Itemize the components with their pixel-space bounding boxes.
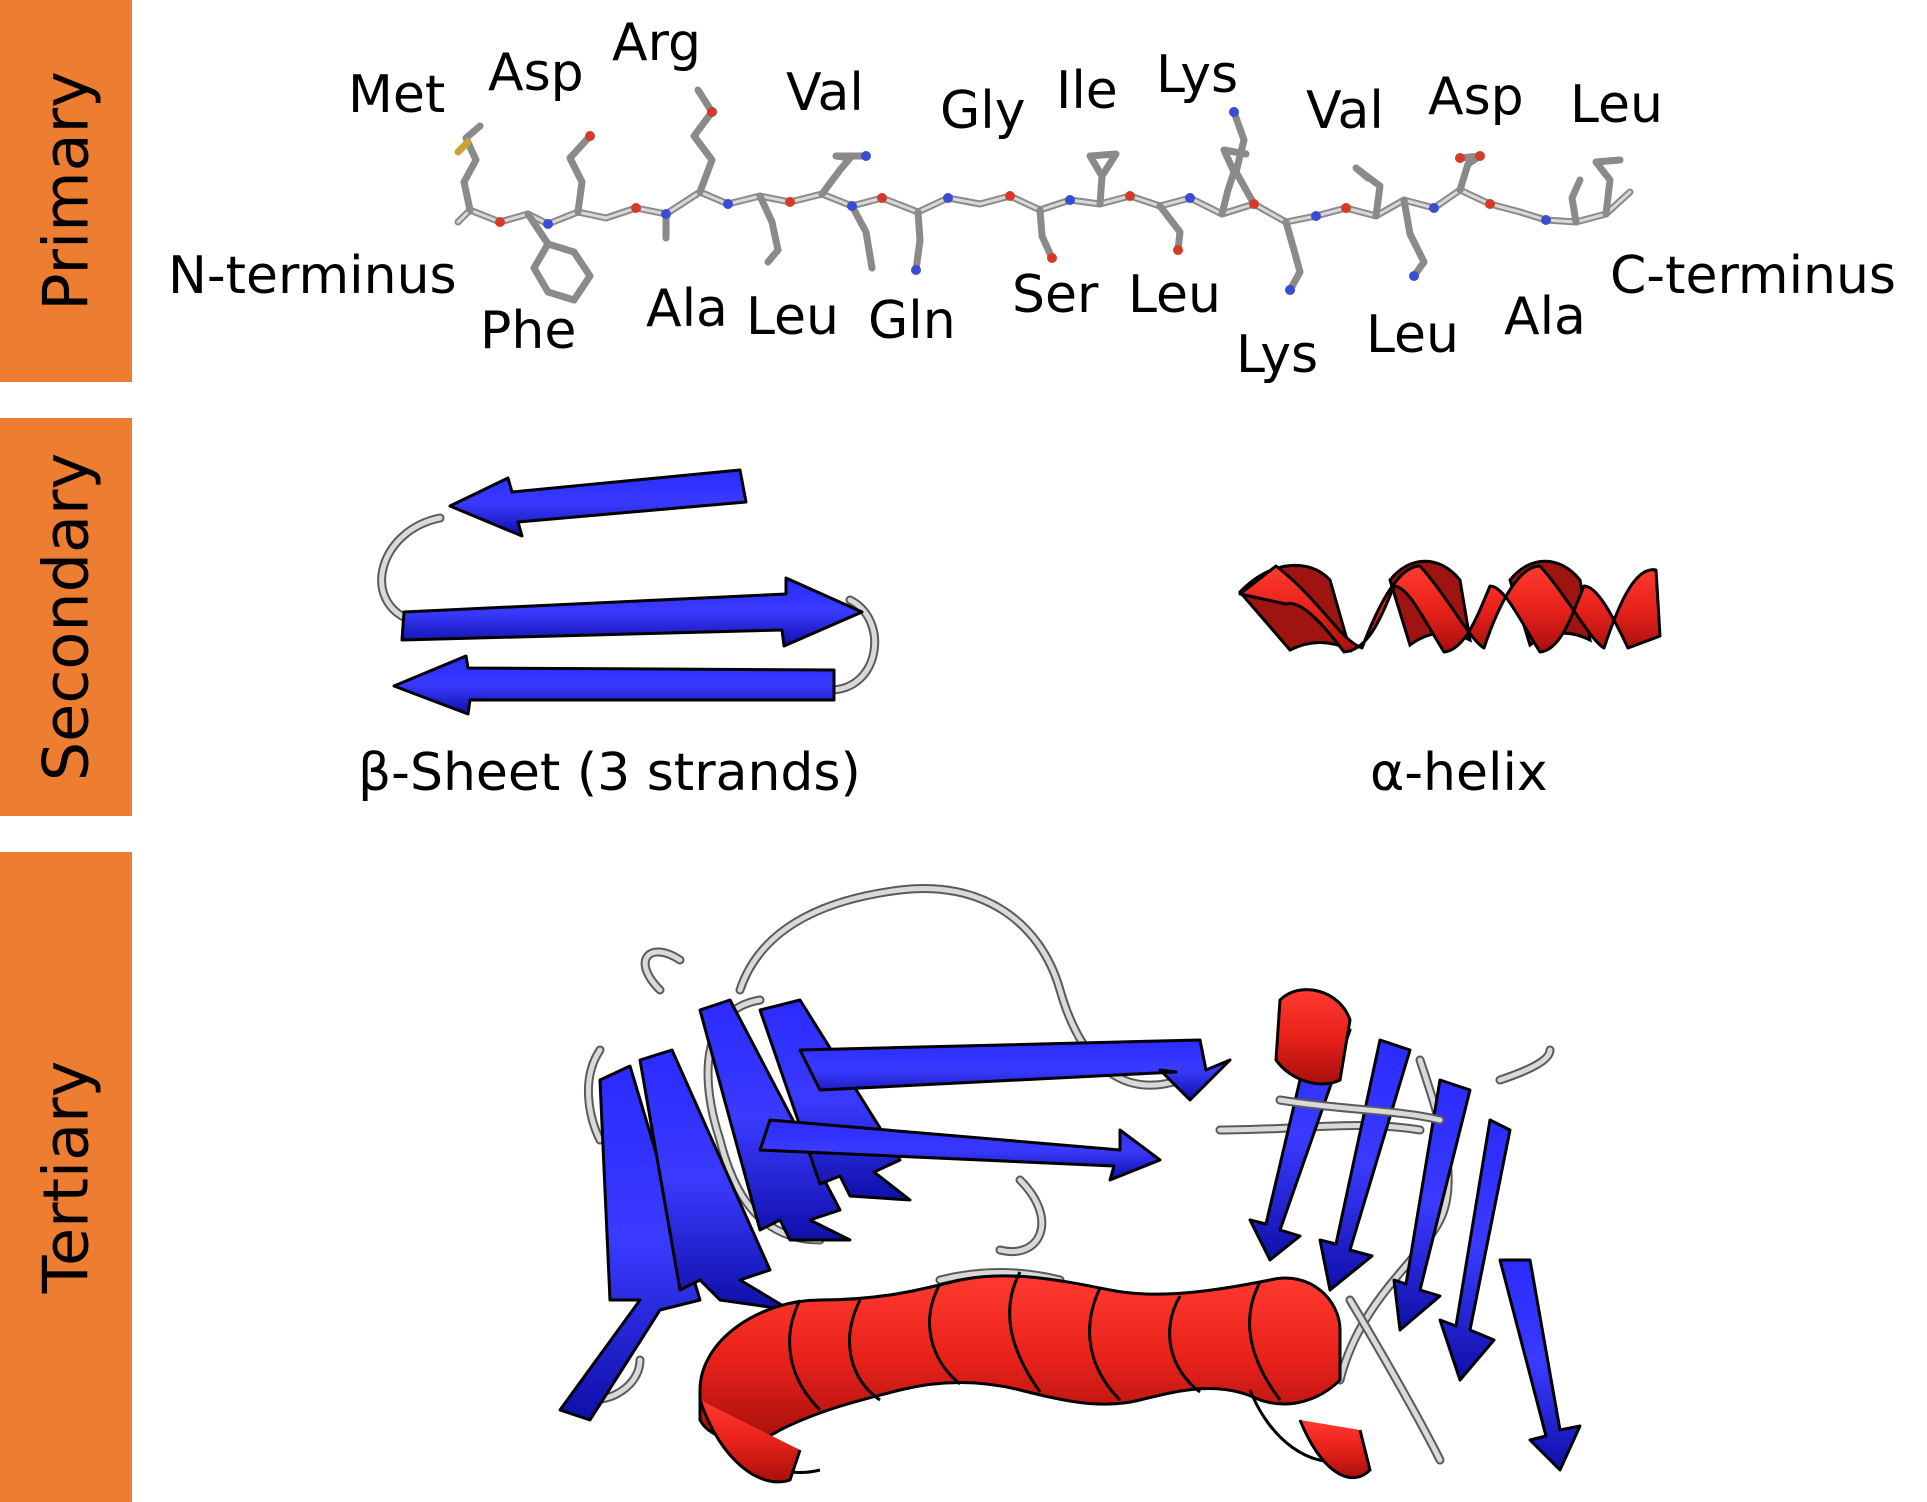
beta-sheet-cartoon [377,468,880,716]
residue-label-n-terminus: N-terminus [168,246,457,306]
residue-label-gly: Gly [940,81,1026,141]
residue-label-ser: Ser [1012,265,1099,325]
residue-label-lys-1: Lys [1156,45,1238,105]
peptide-backbone [454,86,1634,304]
level-band-secondary: Secondary [0,418,132,816]
level-band-primary: Primary [0,0,132,382]
residue-label-ala-2: Ala [1504,287,1586,347]
tertiary-fold-cartoon [558,884,1582,1484]
residue-label-val-1: Val [786,63,864,123]
residue-label-leu-1: Leu [746,287,839,347]
residue-label-phe: Phe [480,301,576,361]
residue-label-leu-2: Leu [1128,265,1221,325]
residue-label-ile: Ile [1056,61,1118,121]
residue-label-ala-1: Ala [646,279,728,339]
residue-label-arg: Arg [612,13,701,73]
residue-label-asp-2: Asp [1428,67,1524,127]
residue-label-leu-4: Leu [1570,75,1663,135]
residue-label-met: Met [348,65,445,125]
alpha-helix-caption: α-helix [1370,743,1548,803]
alpha-helix-cartoon [1237,559,1662,654]
residue-label-val-2: Val [1306,81,1384,141]
residue-label-lys-2: Lys [1236,325,1318,385]
residue-label-asp-1: Asp [488,43,584,103]
residue-label-leu-3: Leu [1366,305,1459,365]
residue-label-gln: Gln [868,291,956,351]
residue-label-c-terminus: C-terminus [1610,246,1896,306]
beta-sheet-caption: β-Sheet (3 strands) [358,743,861,803]
level-band-tertiary: Tertiary [0,852,132,1502]
